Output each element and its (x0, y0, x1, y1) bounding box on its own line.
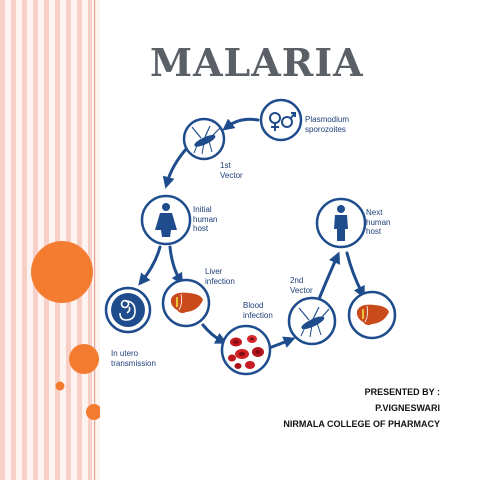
left-stripe-decoration (0, 0, 100, 480)
sporozoites-label: Plasmodium sporozoites (305, 115, 350, 134)
presenter-name: P.VIGNESWARI (375, 403, 440, 413)
arrow-vector2-to-host2 (317, 251, 341, 301)
slide-title: MALARIA (150, 40, 364, 85)
orange-circle-medium (69, 344, 99, 374)
arrow-host2-to-liver2 (345, 251, 365, 299)
presenter-credits: PRESENTED BY : P.VIGNESWARI NIRMALA COLL… (283, 384, 440, 432)
orange-circle-large (31, 241, 93, 303)
liver1-label: Liver infection (205, 267, 235, 286)
cycle-arrows (138, 117, 365, 350)
vector1-node (182, 117, 226, 161)
utero-node (104, 286, 152, 334)
liver-icon (170, 292, 203, 314)
malaria-life-cycle-diagram: Plasmodium sporozoites 1st Vector Initia… (100, 95, 480, 395)
liver2-node (347, 290, 397, 340)
utero-label: In utero transmission (111, 349, 156, 368)
arrow-blood-to-vector2 (267, 336, 296, 350)
presented-by-label: PRESENTED BY : (364, 387, 440, 397)
vector2-label: 2nd Vector (290, 276, 313, 295)
host1-node (140, 194, 192, 246)
mosquito-icon (191, 125, 221, 155)
arrow-host1-to-liver1 (168, 245, 184, 286)
host1-label: Initial human host (193, 205, 218, 233)
life-cycle-graphic (104, 98, 397, 376)
host2-node (315, 197, 367, 249)
vector2-node (287, 296, 337, 346)
vector1-label: 1st Vector (220, 161, 243, 180)
host2-label: Next human host (366, 208, 391, 236)
arrow-liver1-to-blood (201, 323, 228, 344)
orange-circle-small (86, 404, 100, 420)
arrow-vector1-to-host1 (162, 146, 189, 189)
sporozoites-node (259, 98, 303, 142)
red-blood-cells-icon (228, 335, 264, 369)
college-name: NIRMALA COLLEGE OF PHARMACY (283, 419, 440, 429)
arrow-host1-to-utero (138, 245, 162, 286)
blood-node (220, 324, 272, 376)
arrow-sporozoites-to-vector1 (222, 117, 260, 131)
orange-circle-tiny (55, 381, 65, 391)
fetus-icon (119, 299, 136, 321)
liver1-node (161, 278, 211, 328)
blood-label: Blood infection (243, 301, 273, 320)
mosquito-icon (298, 306, 330, 338)
male-female-symbols-icon (269, 112, 296, 131)
human-figure-icon (155, 203, 177, 237)
